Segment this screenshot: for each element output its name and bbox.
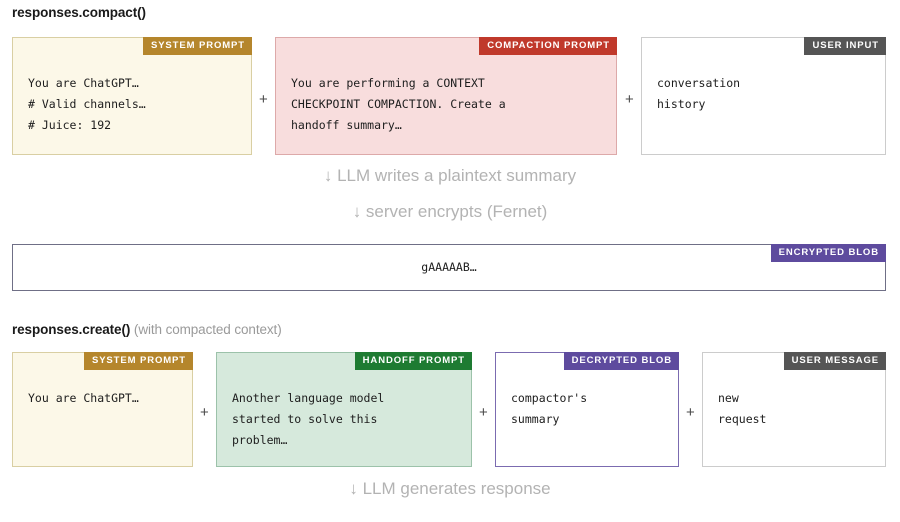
create-title-subtitle: (with compacted context) bbox=[133, 322, 282, 337]
plus-separator-2: + bbox=[625, 91, 634, 108]
card-handoff-prompt[interactable]: HANDOFF PROMPT Another language model st… bbox=[216, 352, 472, 467]
flow-caption-llm-summary: ↓ LLM writes a plaintext summary bbox=[323, 166, 577, 185]
card-compaction-prompt[interactable]: COMPACTION PROMPT You are performing a C… bbox=[275, 37, 617, 155]
card-body-user-message: new request bbox=[718, 391, 767, 426]
badge-encrypted-blob: ENCRYPTED BLOB bbox=[770, 244, 886, 262]
badge-compaction-prompt: COMPACTION PROMPT bbox=[479, 37, 617, 55]
card-body-system-prompt-create: You are ChatGPT… bbox=[28, 391, 139, 405]
card-body-decrypted-blob: compactor's summary bbox=[511, 391, 588, 426]
badge-decrypted-blob: DECRYPTED BLOB bbox=[563, 352, 679, 370]
compact-title-text: responses.compact() bbox=[12, 5, 146, 20]
card-body-system-prompt: You are ChatGPT… # Valid channels… # Jui… bbox=[28, 76, 146, 132]
card-body-handoff-prompt: Another language model started to solve … bbox=[232, 391, 385, 447]
plus-separator-4: + bbox=[479, 404, 488, 421]
plus-separator-5: + bbox=[686, 404, 695, 421]
flow-caption-llm-response: ↓ LLM generates response bbox=[349, 479, 551, 498]
badge-user-input: USER INPUT bbox=[804, 37, 886, 55]
badge-handoff-prompt: HANDOFF PROMPT bbox=[354, 352, 472, 370]
card-user-message[interactable]: USER MESSAGE new request bbox=[702, 352, 886, 467]
badge-system-prompt: SYSTEM PROMPT bbox=[142, 37, 252, 55]
encrypted-blob-text: gAAAAAB… bbox=[421, 260, 477, 274]
flow-caption-server-encrypts: ↓ server encrypts (Fernet) bbox=[352, 202, 548, 221]
plus-separator-3: + bbox=[200, 404, 209, 421]
card-body-user-input: conversation history bbox=[657, 76, 741, 111]
card-user-input[interactable]: USER INPUT conversation history bbox=[641, 37, 886, 155]
card-system-prompt-create[interactable]: SYSTEM PROMPT You are ChatGPT… bbox=[12, 352, 193, 467]
page-title-create: responses.create() (with compacted conte… bbox=[12, 322, 282, 337]
card-decrypted-blob[interactable]: DECRYPTED BLOB compactor's summary bbox=[495, 352, 679, 467]
card-body-compaction-prompt: You are performing a CONTEXT CHECKPOINT … bbox=[291, 76, 506, 132]
create-title-text: responses.create() bbox=[12, 322, 131, 337]
badge-user-message: USER MESSAGE bbox=[783, 352, 886, 370]
card-encrypted-blob[interactable]: ENCRYPTED BLOB gAAAAAB… bbox=[12, 244, 886, 291]
badge-system-prompt-create: SYSTEM PROMPT bbox=[83, 352, 193, 370]
plus-separator-1: + bbox=[259, 91, 268, 108]
card-system-prompt-compact[interactable]: SYSTEM PROMPT You are ChatGPT… # Valid c… bbox=[12, 37, 252, 155]
page-title-compact: responses.compact() bbox=[12, 5, 146, 20]
